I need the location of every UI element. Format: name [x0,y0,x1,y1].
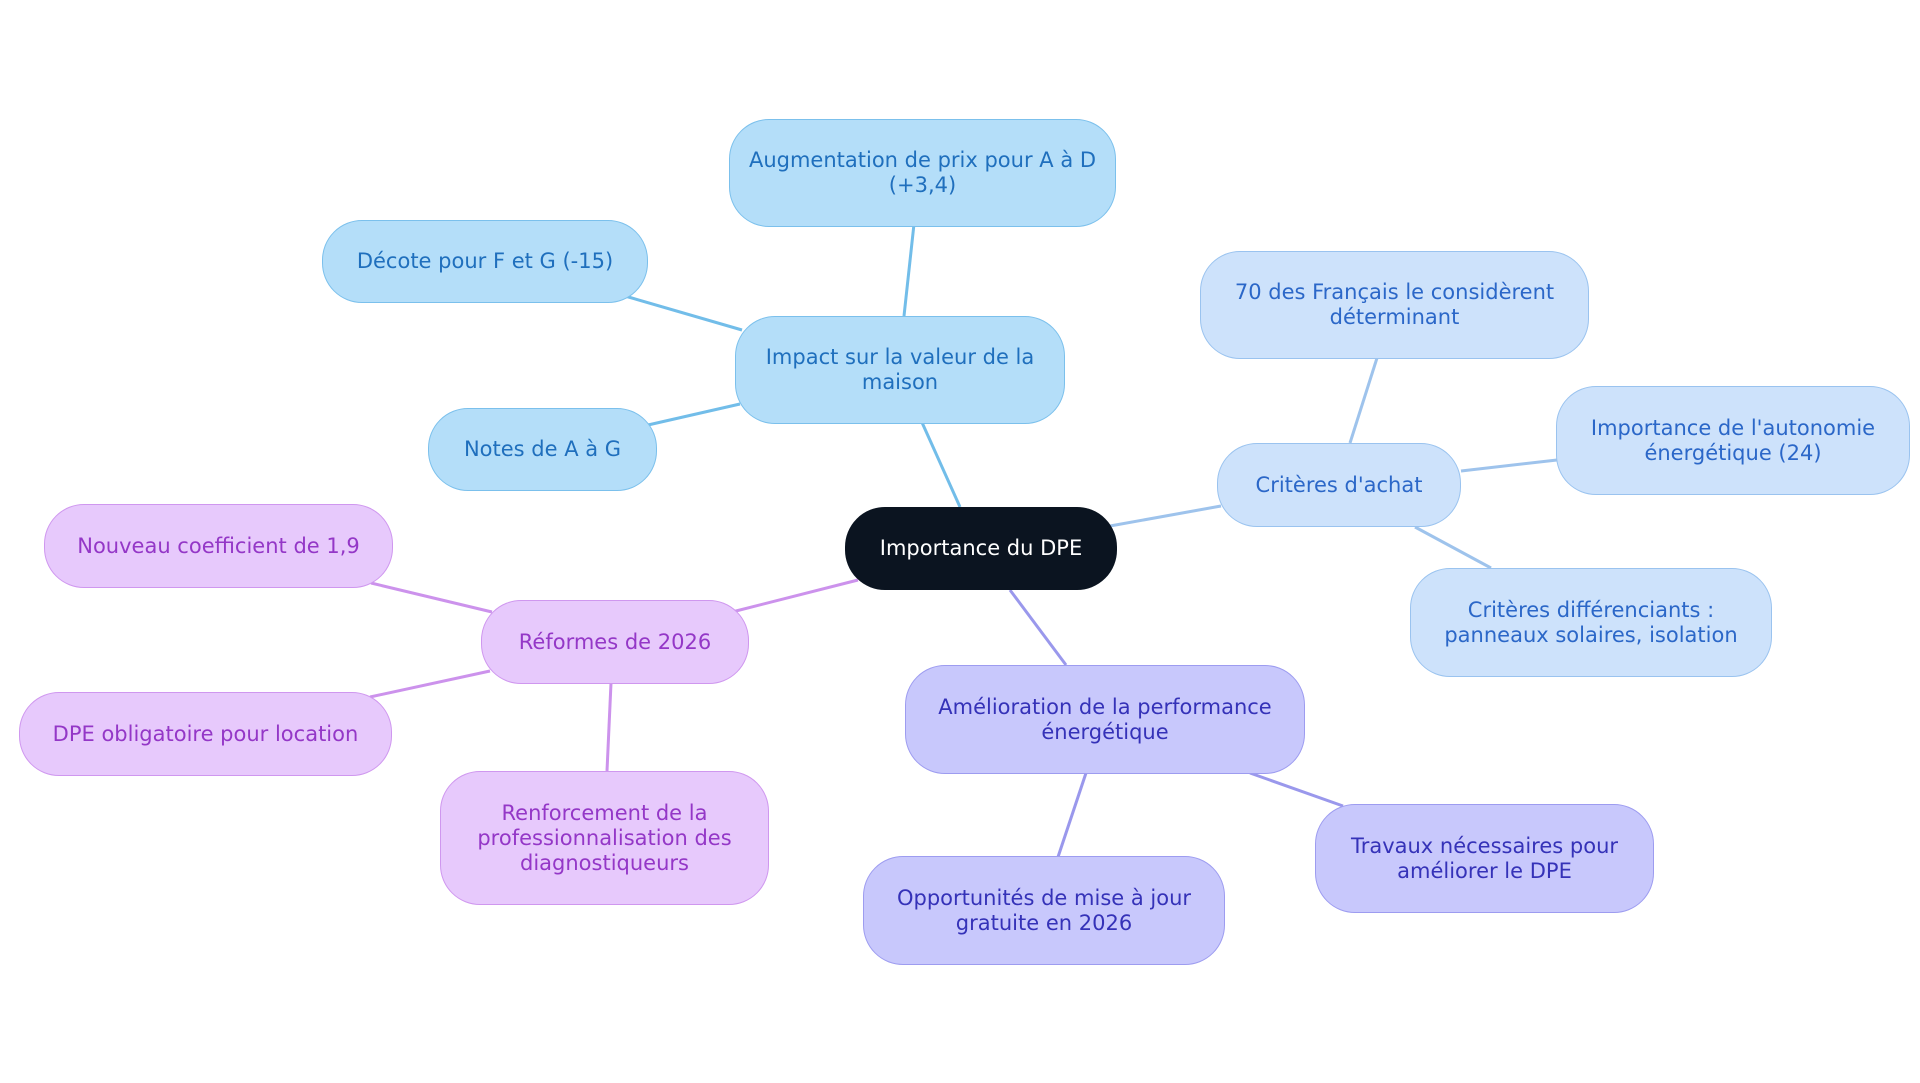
edge-perf-works [1249,771,1344,808]
leaf-node-coefficient[interactable]: Nouveau coefficient de 1,9 [44,504,393,588]
edge-reform-coef [370,581,493,614]
edge-reform-location [369,669,491,699]
leaf-node-price-increase[interactable]: Augmentation de prix pour A à D (+3,4) [729,119,1116,227]
leaf-node-works[interactable]: Travaux nécessaires pour améliorer le DP… [1315,804,1654,913]
edge-impact-grades [647,402,741,427]
leaf-node-differentiating[interactable]: Critères différenciants : panneaux solai… [1410,568,1772,677]
edge-criteria-70 [1348,357,1379,444]
branch-node-reforms[interactable]: Réformes de 2026 [481,600,749,684]
edge-impact-discount [624,294,743,332]
edge-criteria-autonomy [1460,458,1558,473]
leaf-node-rental[interactable]: DPE obligatoire pour location [19,692,392,776]
branch-node-impact[interactable]: Impact sur la valeur de la maison [735,316,1065,424]
center-node[interactable]: Importance du DPE [845,507,1117,590]
edge-reform-pro [605,682,613,772]
edge-center-perf [1008,589,1068,666]
edge-center-reform [731,578,859,614]
branch-node-criteria[interactable]: Critères d'achat [1217,443,1461,527]
edge-center-criteria [1109,504,1222,528]
edge-perf-update [1056,772,1088,858]
branch-node-performance[interactable]: Amélioration de la performance énergétiq… [905,665,1305,774]
leaf-node-70-percent[interactable]: 70 des Français le considèrent détermina… [1200,251,1589,359]
leaf-node-professionalisation[interactable]: Renforcement de la professionnalisation … [440,771,769,905]
edge-criteria-diff [1414,525,1492,570]
edge-impact-price [902,223,916,317]
leaf-node-discount[interactable]: Décote pour F et G (-15) [322,220,648,303]
leaf-node-free-update[interactable]: Opportunités de mise à jour gratuite en … [863,856,1225,965]
leaf-node-autonomy[interactable]: Importance de l'autonomie énergétique (2… [1556,386,1910,495]
edge-center-impact [918,417,962,508]
leaf-node-grades[interactable]: Notes de A à G [428,408,657,491]
